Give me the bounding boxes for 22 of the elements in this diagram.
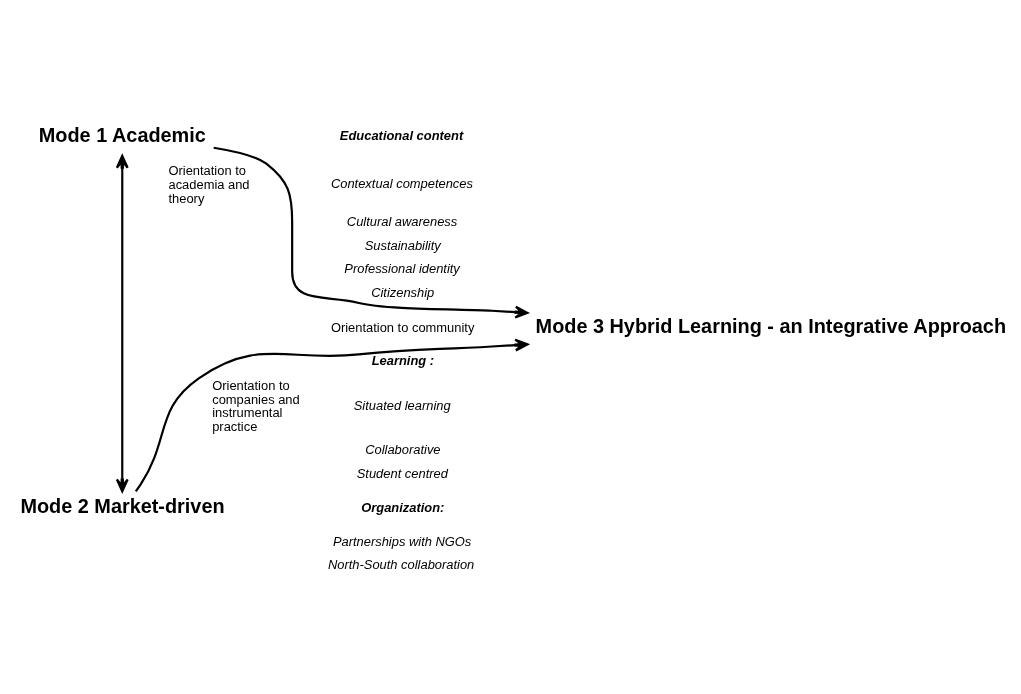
label: Cultural awareness <box>346 213 458 229</box>
arrow <box>115 154 129 492</box>
arrow <box>213 146 529 319</box>
label: Contextual competences <box>330 175 473 191</box>
label: Partnerships with NGOs <box>332 533 472 549</box>
arrow <box>134 338 529 492</box>
label: Citizenship <box>371 284 435 300</box>
label: North-South collaboration <box>327 556 475 572</box>
label: Orientation to academia and theory <box>168 162 250 206</box>
label: Orientation to companies and instrumental practice <box>212 377 300 434</box>
label: Situated learning <box>353 397 451 412</box>
label: Learning : <box>371 352 435 368</box>
label: Educational content <box>339 127 464 143</box>
label: Student centred <box>356 465 448 481</box>
node-text: Mode 1 Academic <box>38 123 206 146</box>
node-text: Mode 2 Market-driven <box>20 494 225 517</box>
label: Collaborative <box>365 441 441 457</box>
label: Organization: <box>361 499 445 515</box>
label: Orientation to community <box>330 319 475 335</box>
label: Sustainability <box>364 237 441 253</box>
label: Professional identity <box>344 260 460 276</box>
node-text: Mode 3 Hybrid Learning - an Integrative Approach <box>535 314 1007 337</box>
